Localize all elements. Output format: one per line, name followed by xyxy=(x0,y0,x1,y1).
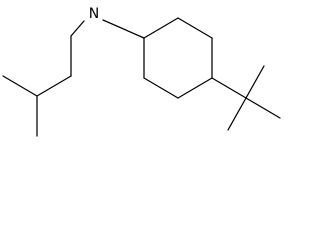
ring-bond-1 xyxy=(143,17,179,39)
methyl-up-bond xyxy=(245,65,265,99)
methyl-right-bond xyxy=(245,97,281,119)
cyclohexane-ring xyxy=(143,17,213,99)
molecule-structure-diagram: N xyxy=(2,6,281,137)
ring-to-quaternary-bond xyxy=(211,77,247,99)
tert-butyl-group xyxy=(211,65,281,131)
ring-to-nitrogen-bond xyxy=(102,19,145,39)
nitrogen-atom-label: N xyxy=(89,6,99,22)
nitrogen-atom: N xyxy=(89,6,99,22)
methyl-down-bond xyxy=(227,97,247,131)
chain-bond-2 xyxy=(36,75,72,97)
chain-bond-3 xyxy=(2,75,38,97)
ring-bond-2 xyxy=(177,17,213,39)
ring-bond-5 xyxy=(143,77,179,99)
ring-bond-4 xyxy=(177,77,213,99)
nitrogen-to-chain-bond xyxy=(70,20,85,37)
isopentyl-amine-chain xyxy=(2,19,145,137)
